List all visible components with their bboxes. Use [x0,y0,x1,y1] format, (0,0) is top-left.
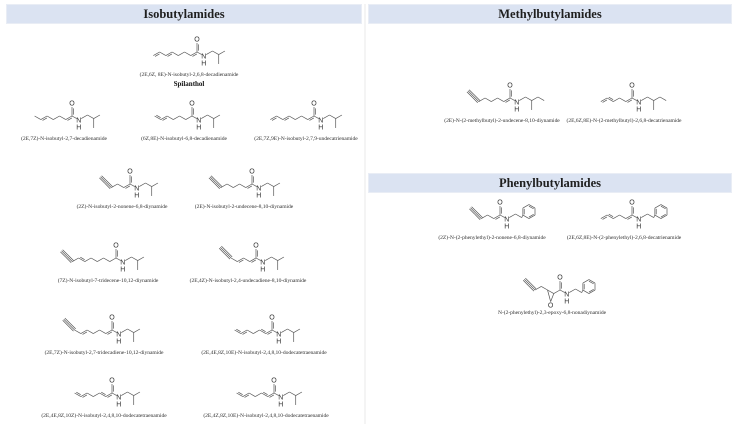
svg-text:O: O [109,378,115,385]
svg-text:N: N [201,54,206,61]
svg-text:O: O [127,169,133,176]
svg-text:H: H [278,402,283,409]
svg-text:H: H [134,193,139,200]
svg-text:O: O [69,101,75,108]
section-header-methylbutylamides: Methylbutylamides [368,4,732,24]
svg-text:O: O [189,101,195,108]
section-header-phenylbutylamides: Phenylbutylamides [368,173,732,193]
section-title: Isobutylamides [143,6,225,21]
section-title: Methylbutylamides [498,6,602,21]
compound-name: (7Z)-N-isobutyl-7-tridecene-10,12-diynam… [57,278,159,284]
svg-text:O: O [497,200,503,207]
svg-text:O: O [548,303,554,310]
svg-text:O: O [271,378,277,385]
svg-text:N: N [256,186,261,193]
svg-text:H: H [636,107,641,114]
column-divider [364,4,366,424]
compound-common-name: Spilanthol [173,80,205,88]
svg-text:O: O [311,101,317,108]
section-title: Phenylbutylamides [498,175,602,190]
compound-name: (2E,7Z)-N-isobutyl-2,7-decadienamide [21,136,107,142]
svg-text:H: H [116,402,121,409]
svg-text:N: N [636,217,641,224]
svg-text:O: O [253,243,259,250]
svg-text:N: N [134,186,139,193]
svg-text:N: N [504,217,509,224]
compound-name: (2E)-N-isobutyl-2-undecene-8,10-diynamid… [194,204,294,210]
compound-name: (2E,6Z,8E)-N-(2-phenylethyl)-2,6,8-decat… [566,235,682,241]
compound-name: (2E,4Z)-N-isobutyl-2,4-undecadiene-8,10-… [189,278,307,284]
compound-name: (2E,6Z, 8E)-N-isobutyl-2,6,8-decadienami… [139,72,239,78]
section-header-isobutylamides: Isobutylamides [6,4,362,24]
compound-name: (2E,7Z,9E)-N-isobutyl-2,7,9-undecatriena… [254,136,358,142]
svg-text:H: H [116,339,121,346]
svg-text:O: O [507,83,513,90]
compound-name: (2E,4E,8Z,10E)-N-isobutyl-2,4,8,10-dodec… [201,350,327,356]
svg-text:N: N [76,118,81,125]
svg-text:N: N [260,260,265,267]
svg-text:O: O [629,200,635,207]
compound-name: (2E)-N-(2-methylbutyl)-2-undecene-8,10-d… [444,118,560,124]
svg-text:H: H [636,224,641,231]
svg-text:H: H [318,125,323,132]
svg-text:N: N [116,395,121,402]
svg-text:N: N [196,118,201,125]
svg-text:N: N [278,395,283,402]
svg-text:N: N [564,292,569,299]
svg-text:O: O [194,37,200,44]
svg-text:O: O [269,315,275,322]
svg-text:N: N [636,100,641,107]
compound-name: (2E,7Z)-N-isobutyl-2,7-tridecadiene-10,1… [44,350,164,356]
svg-text:H: H [256,193,261,200]
svg-text:H: H [196,125,201,132]
svg-text:H: H [260,267,265,274]
svg-text:O: O [629,83,635,90]
svg-text:H: H [120,267,125,274]
svg-text:O: O [557,275,563,282]
svg-text:H: H [276,339,281,346]
svg-text:O: O [109,315,115,322]
svg-text:O: O [249,169,255,176]
svg-text:H: H [76,125,81,132]
compound-name: N-(2-phenylethyl)-2,3-epoxy-6,8-nonadiyn… [497,310,607,316]
compound-name: (6Z,8E)-N-isobutyl-6,8-decadienamide [141,136,227,142]
compound-name: (2E,4Z,8Z,10E)-N-isobutyl-2,4,8,10-dodec… [203,413,329,419]
compound-name: (2Z)-N-(2-phenylethyl)-2-nonene-6,8-diyn… [438,235,546,241]
svg-text:H: H [514,107,519,114]
svg-text:N: N [276,332,281,339]
svg-text:H: H [564,299,569,306]
svg-text:H: H [201,61,206,68]
svg-text:N: N [514,100,519,107]
svg-text:N: N [120,260,125,267]
compound-name: (2E,4E,8Z,10Z)-N-isobutyl-2,4,8,10-dodec… [41,413,167,419]
svg-text:H: H [504,224,509,231]
compound-name: (2Z)-N-isobutyl-2-nonene-6,8-diynamide [76,204,168,210]
svg-text:O: O [113,243,119,250]
svg-text:N: N [318,118,323,125]
compound-name: (2E,6Z,8E)-N-(2-methylbutyl)-2,6,8-decat… [566,118,682,124]
svg-text:N: N [116,332,121,339]
